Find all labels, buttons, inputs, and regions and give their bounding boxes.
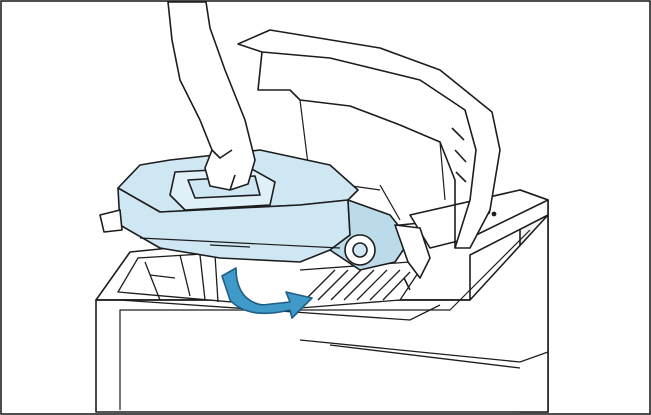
insertion-arrow-icon	[221, 267, 313, 319]
top-cover-open-icon	[237, 29, 501, 249]
hand-icon	[167, 1, 256, 191]
